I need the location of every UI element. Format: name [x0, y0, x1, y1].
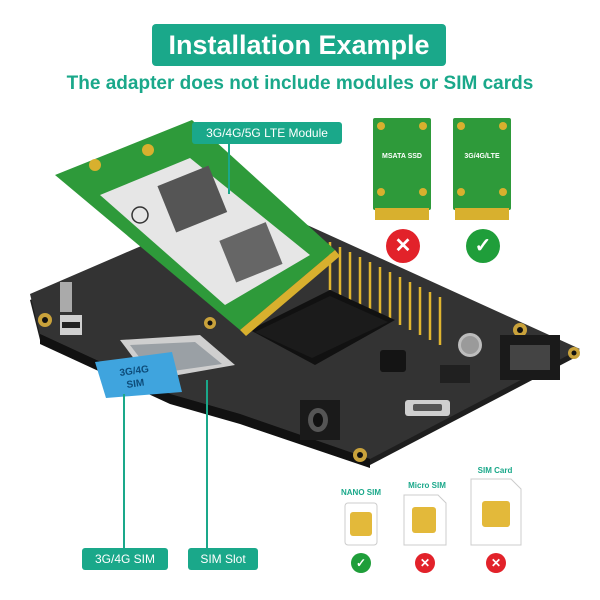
micro-sim-label: Micro SIM	[408, 481, 446, 490]
page-title: Installation Example	[152, 24, 446, 66]
sim-card-callout: 3G/4G SIM	[82, 548, 168, 570]
x-circle-icon: ✕	[486, 553, 506, 573]
sim-card-leader-line	[123, 394, 125, 548]
sim-slot-leader-line	[206, 380, 208, 548]
lte-card	[453, 118, 511, 220]
msata-ssd-label: MSATA SSD	[382, 153, 422, 160]
full-sim-card	[470, 478, 522, 546]
check-circle-icon: ✓	[466, 229, 500, 263]
page-subtitle: The adapter does not include modules or …	[66, 73, 534, 94]
check-circle-icon: ✓	[351, 553, 371, 573]
nano-sim-card	[344, 502, 378, 546]
micro-sim-card	[403, 494, 447, 546]
x-circle-icon: ✕	[386, 229, 420, 263]
sim-slot-callout: SIM Slot	[188, 548, 258, 570]
lte-card-label: 3G/4G/LTE	[464, 153, 500, 160]
sim-card-label: SIM Card	[477, 466, 513, 475]
svg-text:SIM: SIM	[126, 378, 145, 391]
nano-sim-label: NANO SIM	[341, 488, 381, 497]
svg-text:3G/4G: 3G/4G	[119, 364, 150, 379]
x-circle-icon: ✕	[415, 553, 435, 573]
msata-ssd-card	[373, 118, 431, 220]
module-leader-line	[228, 144, 230, 194]
module-callout: 3G/4G/5G LTE Module	[192, 122, 342, 144]
